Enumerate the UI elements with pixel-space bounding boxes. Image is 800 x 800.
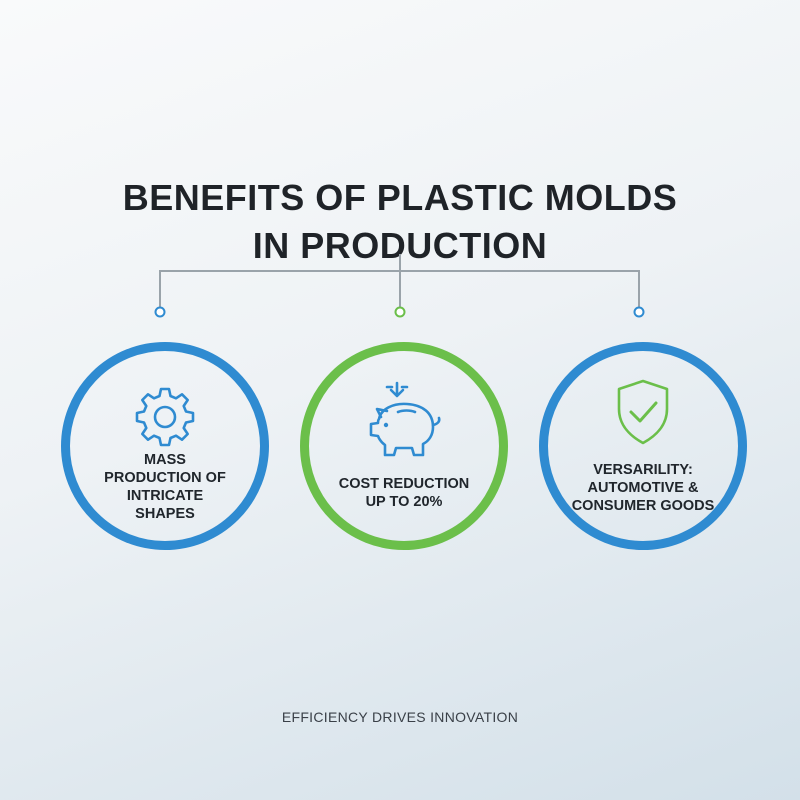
page-title: BENEFITS OF PLASTIC MOLDS IN PRODUCTION (0, 174, 800, 270)
benefit-versatility: VERSARILITY: AUTOMOTIVE & CONSUMER GOODS (539, 342, 747, 550)
benefit-label: VERSARILITY: AUTOMOTIVE & CONSUMER GOODS (571, 462, 715, 514)
title-line-1: BENEFITS OF PLASTIC MOLDS (122, 177, 678, 218)
benefit-mass-production: MASS PRODUCTION OF INTRICATE SHAPES (61, 342, 269, 550)
benefit-label: COST REDUCTION UP TO 20% (338, 476, 470, 510)
footer-tagline: EFFICIENCY DRIVES INNOVATION (281, 709, 519, 725)
piggy-bank-icon (369, 381, 441, 457)
benefit-label: MASS PRODUCTION OF INTRICATE SHAPES (104, 452, 226, 522)
connector-node-center (394, 306, 406, 318)
benefit-cost-reduction: COST REDUCTION UP TO 20% (300, 342, 508, 550)
shield-check-icon (617, 379, 669, 445)
gear-icon (135, 387, 195, 447)
connector-node-right (633, 306, 645, 318)
connector-bracket (159, 254, 640, 307)
connector-node-left (154, 306, 166, 318)
